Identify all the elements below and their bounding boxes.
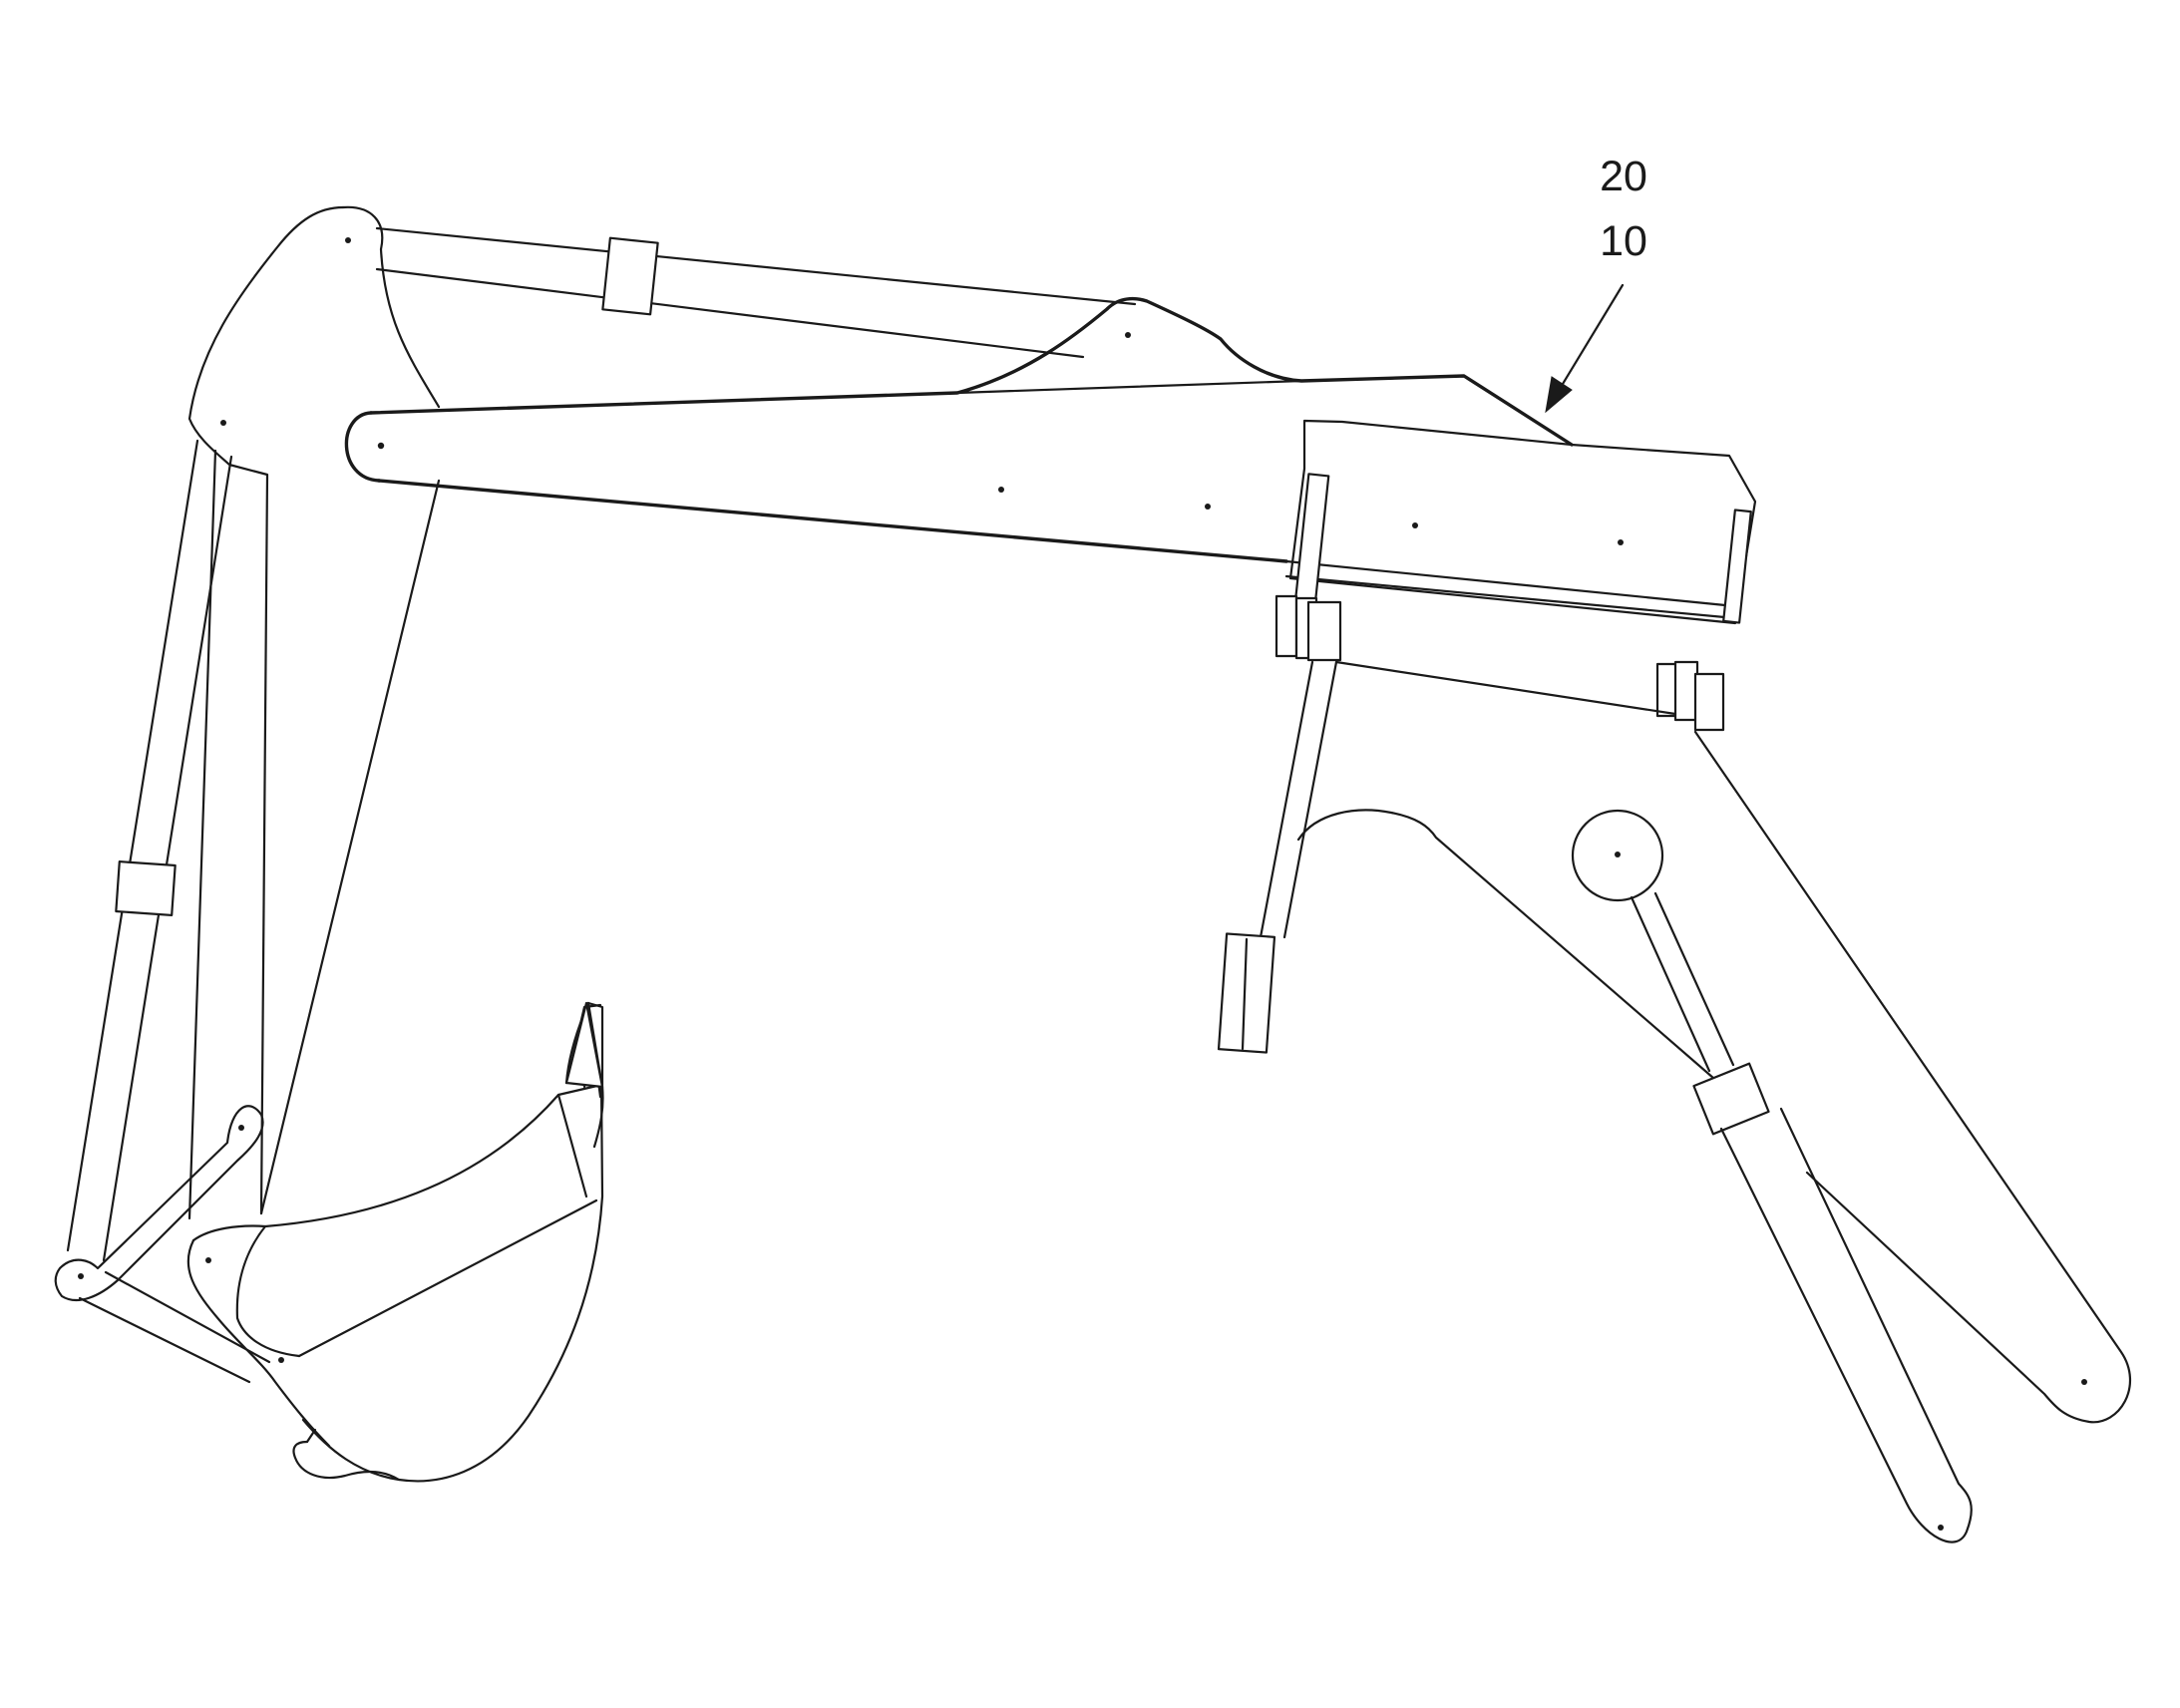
boom-tip-pin bbox=[377, 442, 385, 450]
upper-hydraulic-cylinder bbox=[375, 226, 1137, 359]
bucket-tooth bbox=[564, 1001, 604, 1089]
right-hydraulic-cylinder bbox=[1571, 809, 1973, 1543]
bucket bbox=[186, 1001, 604, 1483]
bucket-cylinder bbox=[66, 439, 233, 1262]
bucket-linkage bbox=[54, 1105, 271, 1384]
boom bbox=[344, 296, 1574, 563]
dipper-stick bbox=[187, 205, 441, 1215]
reference-numeral-20: 20 bbox=[1600, 153, 1647, 200]
mounting-bracket bbox=[1284, 419, 1757, 625]
right-clamp-blocks bbox=[1655, 660, 1725, 732]
reference-numeral-10: 10 bbox=[1600, 217, 1647, 265]
support-leg bbox=[1217, 660, 1677, 1054]
leader-arrow bbox=[1545, 283, 1625, 414]
left-clamp-blocks bbox=[1274, 594, 1342, 662]
lower-frame bbox=[1296, 730, 2132, 1424]
